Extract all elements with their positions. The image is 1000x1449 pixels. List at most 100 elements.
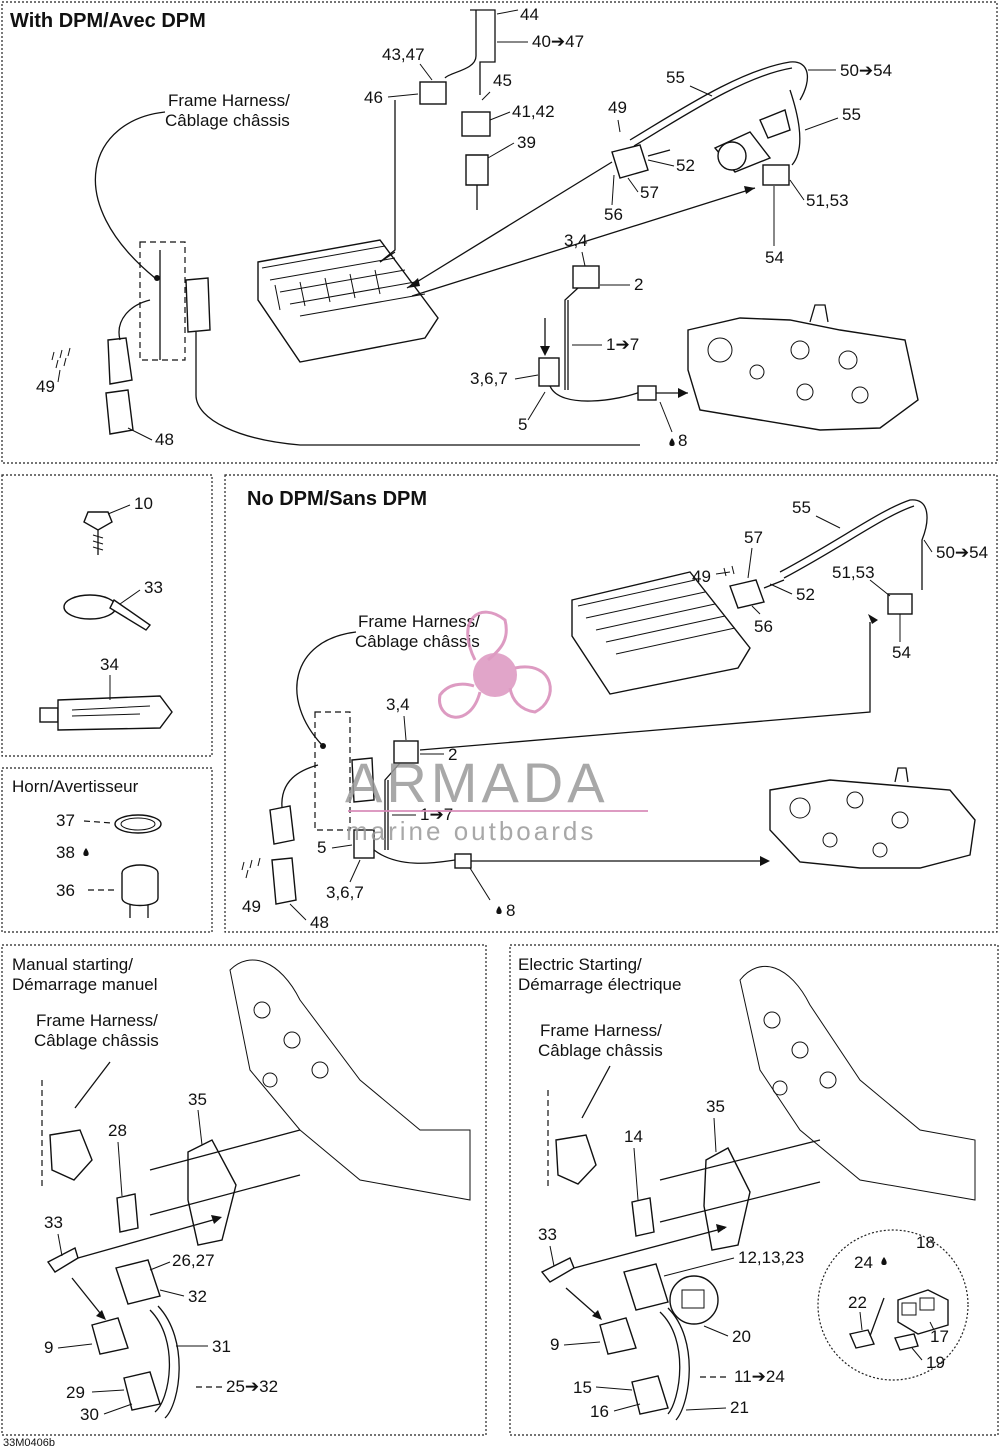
- callout-37: 37: [56, 811, 75, 830]
- callout-35: 35: [188, 1090, 207, 1109]
- title-manual-1: Manual starting/: [12, 955, 133, 974]
- callout-5: 5: [317, 838, 326, 857]
- callout-3-4: 3,4: [386, 695, 410, 714]
- callout-10: 10: [134, 494, 153, 513]
- panel-with-dpm: [1, 1, 998, 464]
- callout-43-47: 43,47: [382, 45, 425, 64]
- frame-harness-label-1: Frame Harness/: [168, 91, 290, 110]
- dpm-sensor-harness: [611, 61, 809, 186]
- title-manual-2: Démarrage manuel: [12, 975, 158, 994]
- leader-dot: [154, 275, 160, 281]
- callout-9: 9: [550, 1335, 559, 1354]
- frame-harness-label-1: Frame Harness/: [36, 1011, 158, 1030]
- callout-12-13-23: 12,13,23: [738, 1248, 804, 1267]
- frame-harness-bracket: [269, 711, 375, 845]
- title-electric-1: Electric Starting/: [518, 955, 642, 974]
- relay-29-30: [123, 1371, 161, 1411]
- callout-49: 49: [692, 567, 711, 586]
- callout-2: 2: [448, 745, 457, 764]
- callout-9: 9: [44, 1338, 53, 1357]
- connection-arrow: [411, 187, 756, 297]
- callout-33: 33: [44, 1213, 63, 1232]
- callout-2: 2: [634, 275, 643, 294]
- callout-40-47: 40➔47: [532, 32, 584, 51]
- callout-18: 18: [916, 1233, 935, 1252]
- title-with-dpm: With DPM/Avec DPM: [10, 10, 206, 32]
- callout-3-4: 3,4: [564, 231, 588, 250]
- oil-drop-icon: [83, 848, 89, 856]
- callout-17: 17: [930, 1327, 949, 1346]
- frame-harness-label-1: Frame Harness/: [358, 612, 480, 631]
- callout-51-53: 51,53: [806, 191, 849, 210]
- arrowhead: [407, 278, 420, 288]
- mount-plate: [703, 1147, 751, 1251]
- callout-46: 46: [364, 88, 383, 107]
- oil-drop-icon: [669, 438, 675, 446]
- frame-harness-label-2: Câblage châssis: [34, 1031, 159, 1050]
- inset-detail: [817, 1229, 969, 1381]
- callout-56: 56: [604, 205, 623, 224]
- lower-harness: [538, 265, 688, 402]
- callout-54: 54: [892, 643, 911, 662]
- frame-harness-label-1: Frame Harness/: [540, 1021, 662, 1040]
- callout-32: 32: [188, 1287, 207, 1306]
- callout-50-54: 50➔54: [840, 61, 892, 80]
- frame-harness-label-2: Câblage châssis: [355, 632, 480, 651]
- title-no-dpm: No DPM/Sans DPM: [247, 488, 427, 510]
- callout-25-32: 25➔32: [226, 1377, 278, 1396]
- callout-15: 15: [573, 1378, 592, 1397]
- callout-49: 49: [608, 98, 627, 117]
- callout-51-53: 51,53: [832, 563, 875, 582]
- callout-16: 16: [590, 1402, 609, 1421]
- leader-line: [94, 111, 166, 279]
- harness-connector: [49, 1129, 93, 1181]
- frame-harness-label-2: Câblage châssis: [165, 111, 290, 130]
- connection-arrow: [419, 622, 871, 751]
- no-dpm-drawing: Frame Harness/ Câblage châssis: [241, 498, 988, 932]
- callout-28: 28: [108, 1121, 127, 1140]
- grease-tube-part: [39, 695, 173, 731]
- panel-manual-starting: [1, 944, 487, 1436]
- ecu-module: [571, 571, 751, 695]
- callout-44: 44: [520, 5, 539, 24]
- cable-tie-part: [63, 594, 152, 631]
- callout-38: 38: [56, 843, 75, 862]
- panel-horn: [1, 767, 213, 933]
- title-horn: Horn/Avertisseur: [12, 777, 139, 796]
- relay-9: [91, 1317, 129, 1355]
- ecu-module: [257, 239, 439, 363]
- harness-connector: [555, 1134, 597, 1185]
- callout-49-b: 49: [242, 897, 261, 916]
- callout-49-b: 49: [36, 377, 55, 396]
- callout-3-6-7: 3,6,7: [326, 883, 364, 902]
- panel-accessories: [1, 474, 213, 757]
- callout-8: 8: [678, 431, 687, 450]
- propeller-logo: [438, 610, 552, 719]
- electric-starting-drawing: Frame Harness/ Câblage châssis: [538, 965, 976, 1421]
- callout-1-7: 1➔7: [606, 335, 639, 354]
- engine-block: [687, 304, 919, 431]
- callout-31: 31: [212, 1337, 231, 1356]
- callout-8: 8: [506, 901, 515, 920]
- frame-harness-label-2: Câblage châssis: [538, 1041, 663, 1060]
- callout-33: 33: [144, 578, 163, 597]
- callout-22: 22: [848, 1293, 867, 1312]
- callout-56: 56: [754, 617, 773, 636]
- mount-plate: [187, 1139, 237, 1246]
- leader-dot: [320, 743, 326, 749]
- panel-no-dpm: [224, 474, 998, 933]
- relay-12-13: [623, 1263, 669, 1311]
- relay-15-16: [631, 1375, 669, 1415]
- leader-line: [296, 631, 357, 746]
- dpm-sensor-harness: [729, 499, 928, 615]
- callout-54: 54: [765, 248, 784, 267]
- callout-29: 29: [66, 1383, 85, 1402]
- title-electric-2: Démarrage électrique: [518, 975, 681, 994]
- arrowhead: [744, 186, 755, 194]
- watermark-brand: ARMADA: [345, 751, 609, 814]
- callout-36: 36: [56, 881, 75, 900]
- connection-arrow: [406, 161, 613, 289]
- frame-harness-bracket: [107, 241, 640, 446]
- callout-55-b: 55: [842, 105, 861, 124]
